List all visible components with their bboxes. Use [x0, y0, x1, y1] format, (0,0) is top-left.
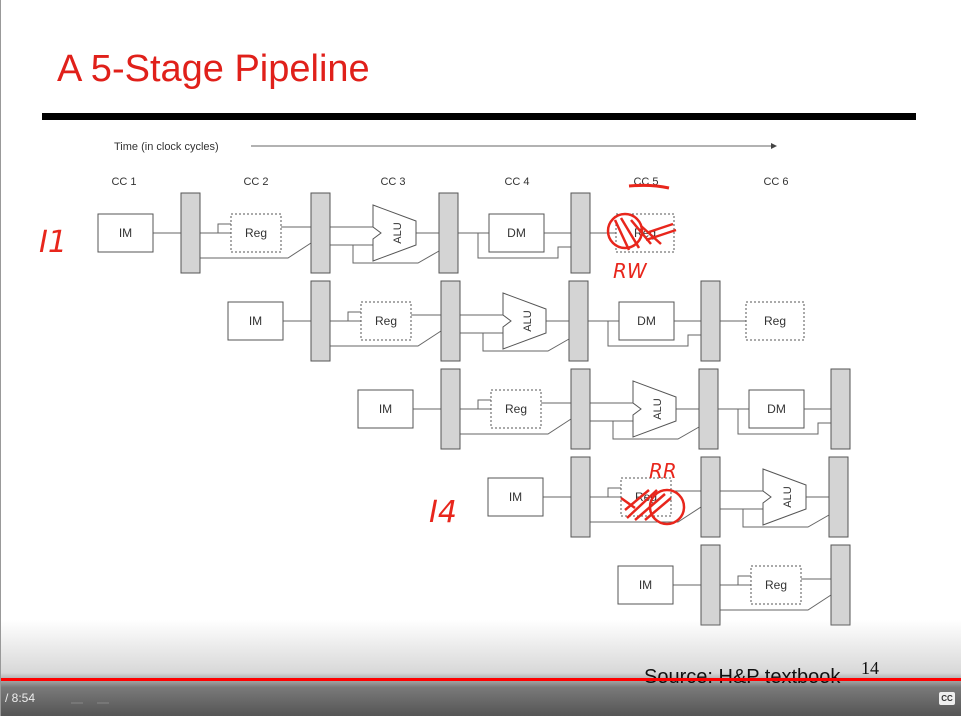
register-file-write — [745, 301, 805, 341]
pipeline-register — [830, 544, 851, 626]
pipeline-register — [700, 280, 721, 362]
scribble-annotation-rr — [620, 489, 672, 521]
instruction-memory-label: IM — [639, 578, 652, 592]
datapath-wire — [459, 314, 570, 352]
instruction-row: IM Reg ALU DM Reg — [227, 280, 805, 362]
pipeline-register — [698, 368, 719, 450]
circle-annotation-rw — [606, 212, 644, 250]
alu — [502, 292, 547, 350]
pipeline-register — [828, 456, 849, 538]
data-memory-label: DM — [637, 314, 656, 328]
pipeline-register — [700, 456, 721, 538]
instruction-memory-label: IM — [119, 226, 132, 240]
video-time: / 8:54 — [5, 691, 36, 705]
underline-annotation — [628, 183, 670, 190]
pipeline-register — [570, 192, 591, 274]
scribble-annotation-rw — [613, 217, 677, 251]
alu — [632, 380, 677, 438]
pipeline-register — [570, 456, 591, 538]
pipeline-register — [440, 280, 461, 362]
pipeline-register — [310, 280, 331, 362]
clock-cycle-label: CC 2 — [243, 176, 268, 188]
title-divider — [42, 113, 916, 120]
pipeline-register — [568, 280, 589, 362]
datapath-wire — [589, 402, 700, 440]
instruction-memory — [617, 565, 674, 605]
register-file-read — [360, 301, 412, 341]
datapath-wire — [347, 311, 441, 321]
clock-cycle-label: CC 6 — [763, 176, 788, 188]
register-file-read-label: Reg — [245, 226, 267, 240]
data-memory-label: DM — [767, 402, 786, 416]
video-progress-bar[interactable] — [1, 678, 961, 681]
pipeline-register — [440, 368, 461, 450]
alu-label: ALU — [652, 398, 664, 419]
annotation-i4: I4 — [429, 495, 457, 530]
settings-icon[interactable] — [97, 692, 109, 704]
register-file-read — [750, 565, 802, 605]
clock-cycle-label: CC 3 — [380, 176, 405, 188]
pipeline-register — [180, 192, 201, 274]
pipeline-register — [310, 192, 331, 274]
source-citation: Source: H&P textbook — [644, 666, 841, 688]
instruction-memory-label: IM — [509, 490, 522, 504]
instruction-row: IM Reg ALU DM — [357, 368, 851, 450]
alu — [372, 204, 417, 262]
time-axis-label: Time (in clock cycles) — [114, 141, 219, 153]
register-file-read-label: Reg — [375, 314, 397, 328]
instruction-row: IM Reg — [617, 544, 851, 626]
pipeline-register — [830, 368, 851, 450]
annotation-i1: I1 — [39, 225, 67, 260]
datapath-wire — [718, 408, 831, 435]
datapath-wire — [607, 487, 701, 497]
clock-cycle-label: CC 1 — [111, 176, 136, 188]
instruction-memory — [487, 477, 544, 517]
instruction-memory — [357, 389, 414, 429]
datapath-wire — [477, 399, 571, 409]
register-file-write-label: Reg — [764, 314, 786, 328]
alu-label: ALU — [782, 486, 794, 507]
data-memory-label: DM — [507, 226, 526, 240]
slide-title: A 5-Stage Pipeline — [57, 48, 370, 90]
annotation-rr: RR — [649, 459, 677, 483]
alu — [762, 468, 807, 526]
instruction-memory — [227, 301, 284, 341]
instruction-memory-label: IM — [379, 402, 392, 416]
alu-label: ALU — [392, 222, 404, 243]
instruction-memory-label: IM — [249, 314, 262, 328]
data-memory — [488, 213, 545, 253]
datapath-wire — [329, 226, 440, 264]
datapath-wire — [737, 575, 831, 585]
data-memory — [618, 301, 675, 341]
time-axis-arrow — [771, 143, 777, 149]
annotation-rw: RW — [613, 259, 648, 283]
instruction-memory — [97, 213, 154, 253]
pipeline-register — [438, 192, 459, 274]
datapath-wire — [588, 320, 701, 347]
page-number: 14 — [861, 658, 879, 678]
datapath-wire — [719, 490, 830, 528]
datapath-wire — [458, 232, 571, 259]
register-file-read-label: Reg — [765, 578, 787, 592]
pipeline-register — [700, 544, 721, 626]
player-overlay — [1, 620, 961, 716]
datapath-wire — [217, 223, 311, 233]
alu-label: ALU — [522, 310, 534, 331]
data-memory — [748, 389, 805, 429]
clock-cycle-label: CC 4 — [504, 176, 529, 188]
register-file-read — [230, 213, 282, 253]
register-file-read-label: Reg — [505, 402, 527, 416]
pipeline-register — [570, 368, 591, 450]
captions-button[interactable]: CC — [939, 692, 955, 705]
register-file-read — [490, 389, 542, 429]
annotations-icon[interactable] — [71, 692, 83, 704]
